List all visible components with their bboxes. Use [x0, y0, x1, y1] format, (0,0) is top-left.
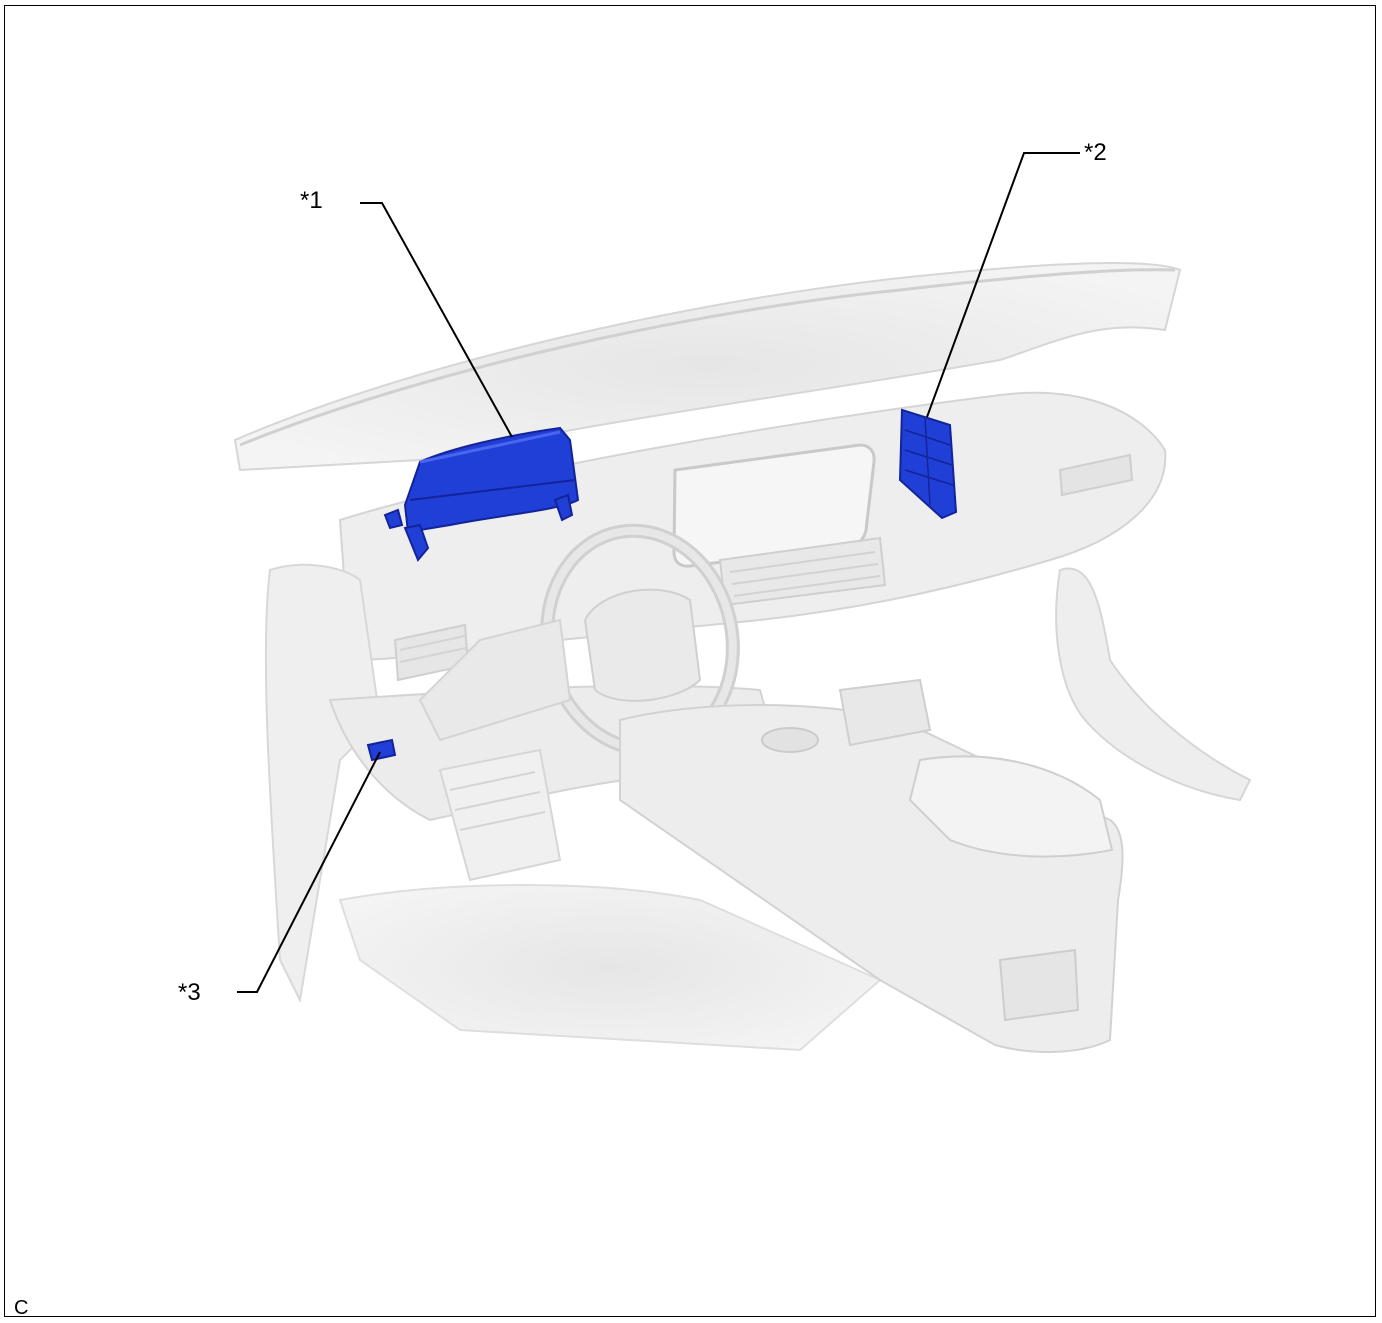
leader-line-2 [926, 152, 1080, 418]
dashboard-top [233, 262, 1182, 472]
leader-line-3 [237, 751, 381, 993]
callout-1: *1 [298, 187, 329, 215]
leader-lines [237, 152, 1080, 993]
callout-3: *3 [176, 979, 207, 1007]
figure-code: C [14, 1297, 29, 1319]
highlight-part-2 [898, 408, 958, 520]
leader-line-1 [360, 202, 513, 438]
console-rear [998, 948, 1080, 1022]
right-trim [1055, 567, 1252, 802]
steering-hub [583, 588, 702, 702]
windshield-edge [239, 268, 1176, 447]
callout-2: *2 [1082, 139, 1113, 167]
shift-area [838, 678, 932, 747]
floor [338, 884, 882, 1052]
steering-column [418, 618, 572, 742]
highlight-part-3 [366, 738, 397, 762]
right-vent [1058, 453, 1134, 497]
armrest [908, 755, 1114, 858]
highlight-part-1 [383, 426, 580, 562]
left-panel [264, 563, 382, 1004]
cup-holder [761, 727, 819, 753]
pedal-area [438, 748, 562, 882]
